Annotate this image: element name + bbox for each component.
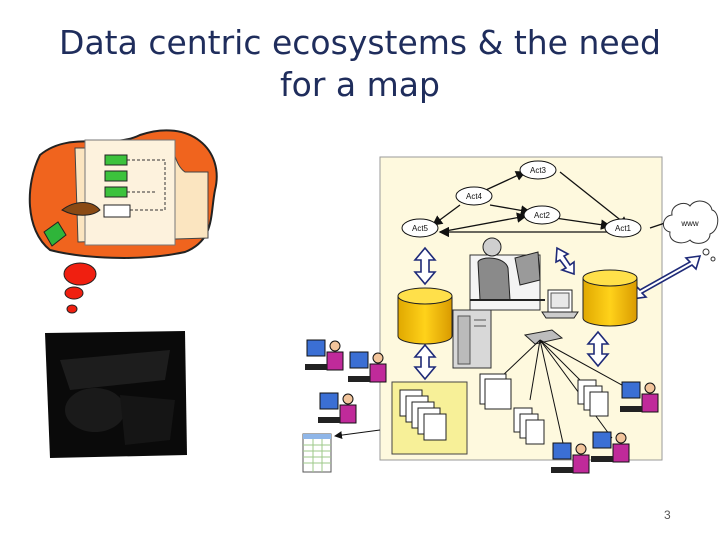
document-tray xyxy=(391,381,468,455)
blueprint-sheet xyxy=(84,139,176,246)
workstation-icon xyxy=(551,442,590,474)
paper-stack-icon xyxy=(479,373,512,410)
database-left xyxy=(397,287,453,345)
file-stack-right-icon xyxy=(577,379,609,417)
actor-act2-label: Act2 xyxy=(534,211,551,220)
blueprint-boxes xyxy=(103,154,166,218)
pencil-icon xyxy=(61,202,101,216)
title-line-1: Data centric ecosystems & the need xyxy=(59,23,661,62)
cloud-label: www xyxy=(680,219,699,228)
workstation-icon xyxy=(348,351,387,383)
slide-title: Data centric ecosystems & the need for a… xyxy=(40,22,680,106)
actor-act4-label: Act4 xyxy=(466,192,483,201)
workstation-icon xyxy=(305,339,344,371)
actor-act3: Act3 xyxy=(519,160,557,180)
workstation-icon xyxy=(591,431,630,463)
title-line-2: for a map xyxy=(280,65,440,104)
spreadsheet-icon xyxy=(302,433,332,473)
actor-act3-label: Act3 xyxy=(530,166,547,175)
actor-act5-label: Act5 xyxy=(412,224,429,233)
network-hub-icon xyxy=(523,329,564,345)
www-cloud-icon: www xyxy=(663,200,719,262)
server-tower-icon xyxy=(452,309,492,369)
dark-photo xyxy=(45,331,187,458)
thought-bubble xyxy=(28,129,218,314)
actor-act4: Act4 xyxy=(455,186,493,206)
actor-act1-label: Act1 xyxy=(615,224,632,233)
worker-at-desk-icon xyxy=(469,237,545,311)
spreadsheet-link xyxy=(334,429,381,440)
workstation-icon xyxy=(620,381,659,413)
database-right xyxy=(582,269,638,327)
actor-act1: Act1 xyxy=(604,218,642,238)
page-number: 3 xyxy=(664,508,671,522)
file-stack-center-icon xyxy=(513,407,545,445)
workstation-icon xyxy=(318,392,357,424)
actor-act5: Act5 xyxy=(401,218,439,238)
actor-act2: Act2 xyxy=(523,205,561,225)
monitor-icon xyxy=(541,289,579,319)
